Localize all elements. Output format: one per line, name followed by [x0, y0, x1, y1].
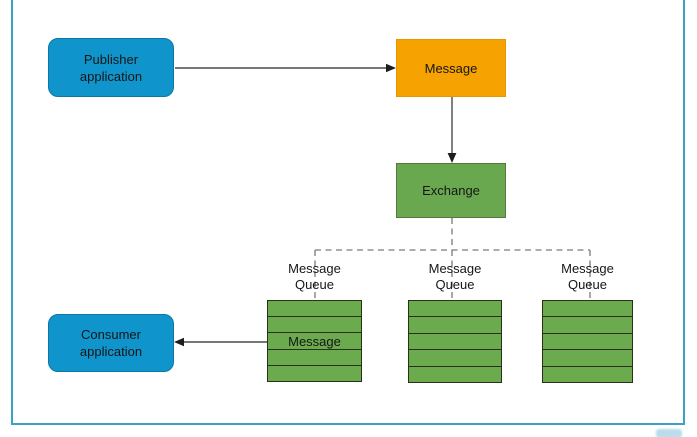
message-queue-1: Message [267, 300, 362, 382]
cursor-artifact [656, 429, 682, 437]
slide-border-right [683, 0, 685, 425]
queue-row [268, 316, 361, 332]
queue-row [543, 301, 632, 316]
publisher-application-node: Publisher application [48, 38, 174, 97]
queue-1-label-text: Message Queue [288, 261, 341, 292]
queue-row [268, 301, 361, 316]
consumer-application-node: Consumer application [48, 314, 174, 372]
slide-border-bottom [11, 423, 685, 425]
message-label: Message [424, 60, 478, 76]
queue-row [409, 332, 501, 349]
queue-row [409, 301, 501, 316]
arrow-message-to-exchange [447, 97, 457, 163]
queue-3-label: Message Queue [542, 261, 633, 293]
queue-row [409, 365, 501, 382]
queue-2-label-text: Message Queue [428, 261, 482, 292]
queue-row [409, 349, 501, 365]
queue-row [543, 349, 632, 365]
queue-message-row: Message [268, 332, 361, 349]
queue-row [268, 364, 361, 381]
message-node: Message [396, 39, 506, 97]
publisher-application-label: Publisher application [79, 51, 143, 84]
message-queue-2 [408, 300, 502, 383]
consumer-application-label: Consumer application [79, 327, 143, 359]
arrow-queue-to-consumer [174, 337, 267, 347]
queue-row [268, 348, 361, 365]
queue-2-label: Message Queue [408, 261, 502, 293]
message-queue-3 [542, 300, 633, 383]
arrow-publisher-to-message [175, 63, 396, 73]
queue-row [543, 365, 632, 382]
queue-row [409, 316, 501, 332]
queue-row [543, 316, 632, 332]
queue-1-label: Message Queue [267, 261, 362, 293]
exchange-label: Exchange [422, 183, 480, 198]
queue-row [543, 332, 632, 349]
exchange-node: Exchange [396, 163, 506, 218]
queue-3-label-text: Message Queue [561, 261, 614, 292]
slide-border-left [11, 0, 13, 425]
